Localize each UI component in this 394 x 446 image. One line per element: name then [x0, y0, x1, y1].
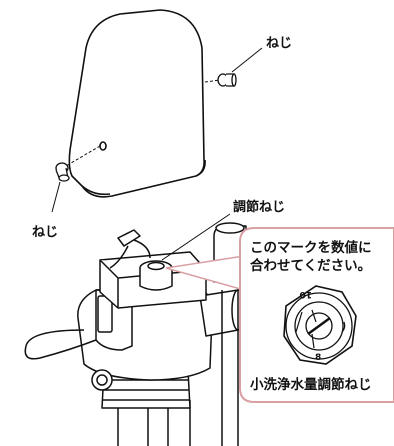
cover: [68, 9, 206, 198]
adjust-dial: [283, 285, 357, 365]
valve-body: [24, 222, 247, 446]
dial-label-top: 10: [299, 289, 312, 299]
callout-caption: 小洗浄水量調節ねじ: [250, 377, 372, 393]
callout-line-2: 合わせてください。: [250, 258, 372, 274]
dial-label-bottom: 8: [315, 353, 321, 363]
label-adjust-screw: 調節ねじ: [233, 200, 286, 215]
label-screw-left: ねじ: [32, 225, 59, 240]
screw-top: [217, 73, 237, 87]
label-screw-top: ねじ: [266, 36, 293, 51]
screw-left: [55, 162, 70, 182]
leader-adjust-screw: [161, 213, 231, 261]
callout-line-1: このマークを数値に: [250, 240, 372, 256]
leader-screw-left: [51, 181, 61, 213]
leader-screw-top: [231, 47, 263, 73]
